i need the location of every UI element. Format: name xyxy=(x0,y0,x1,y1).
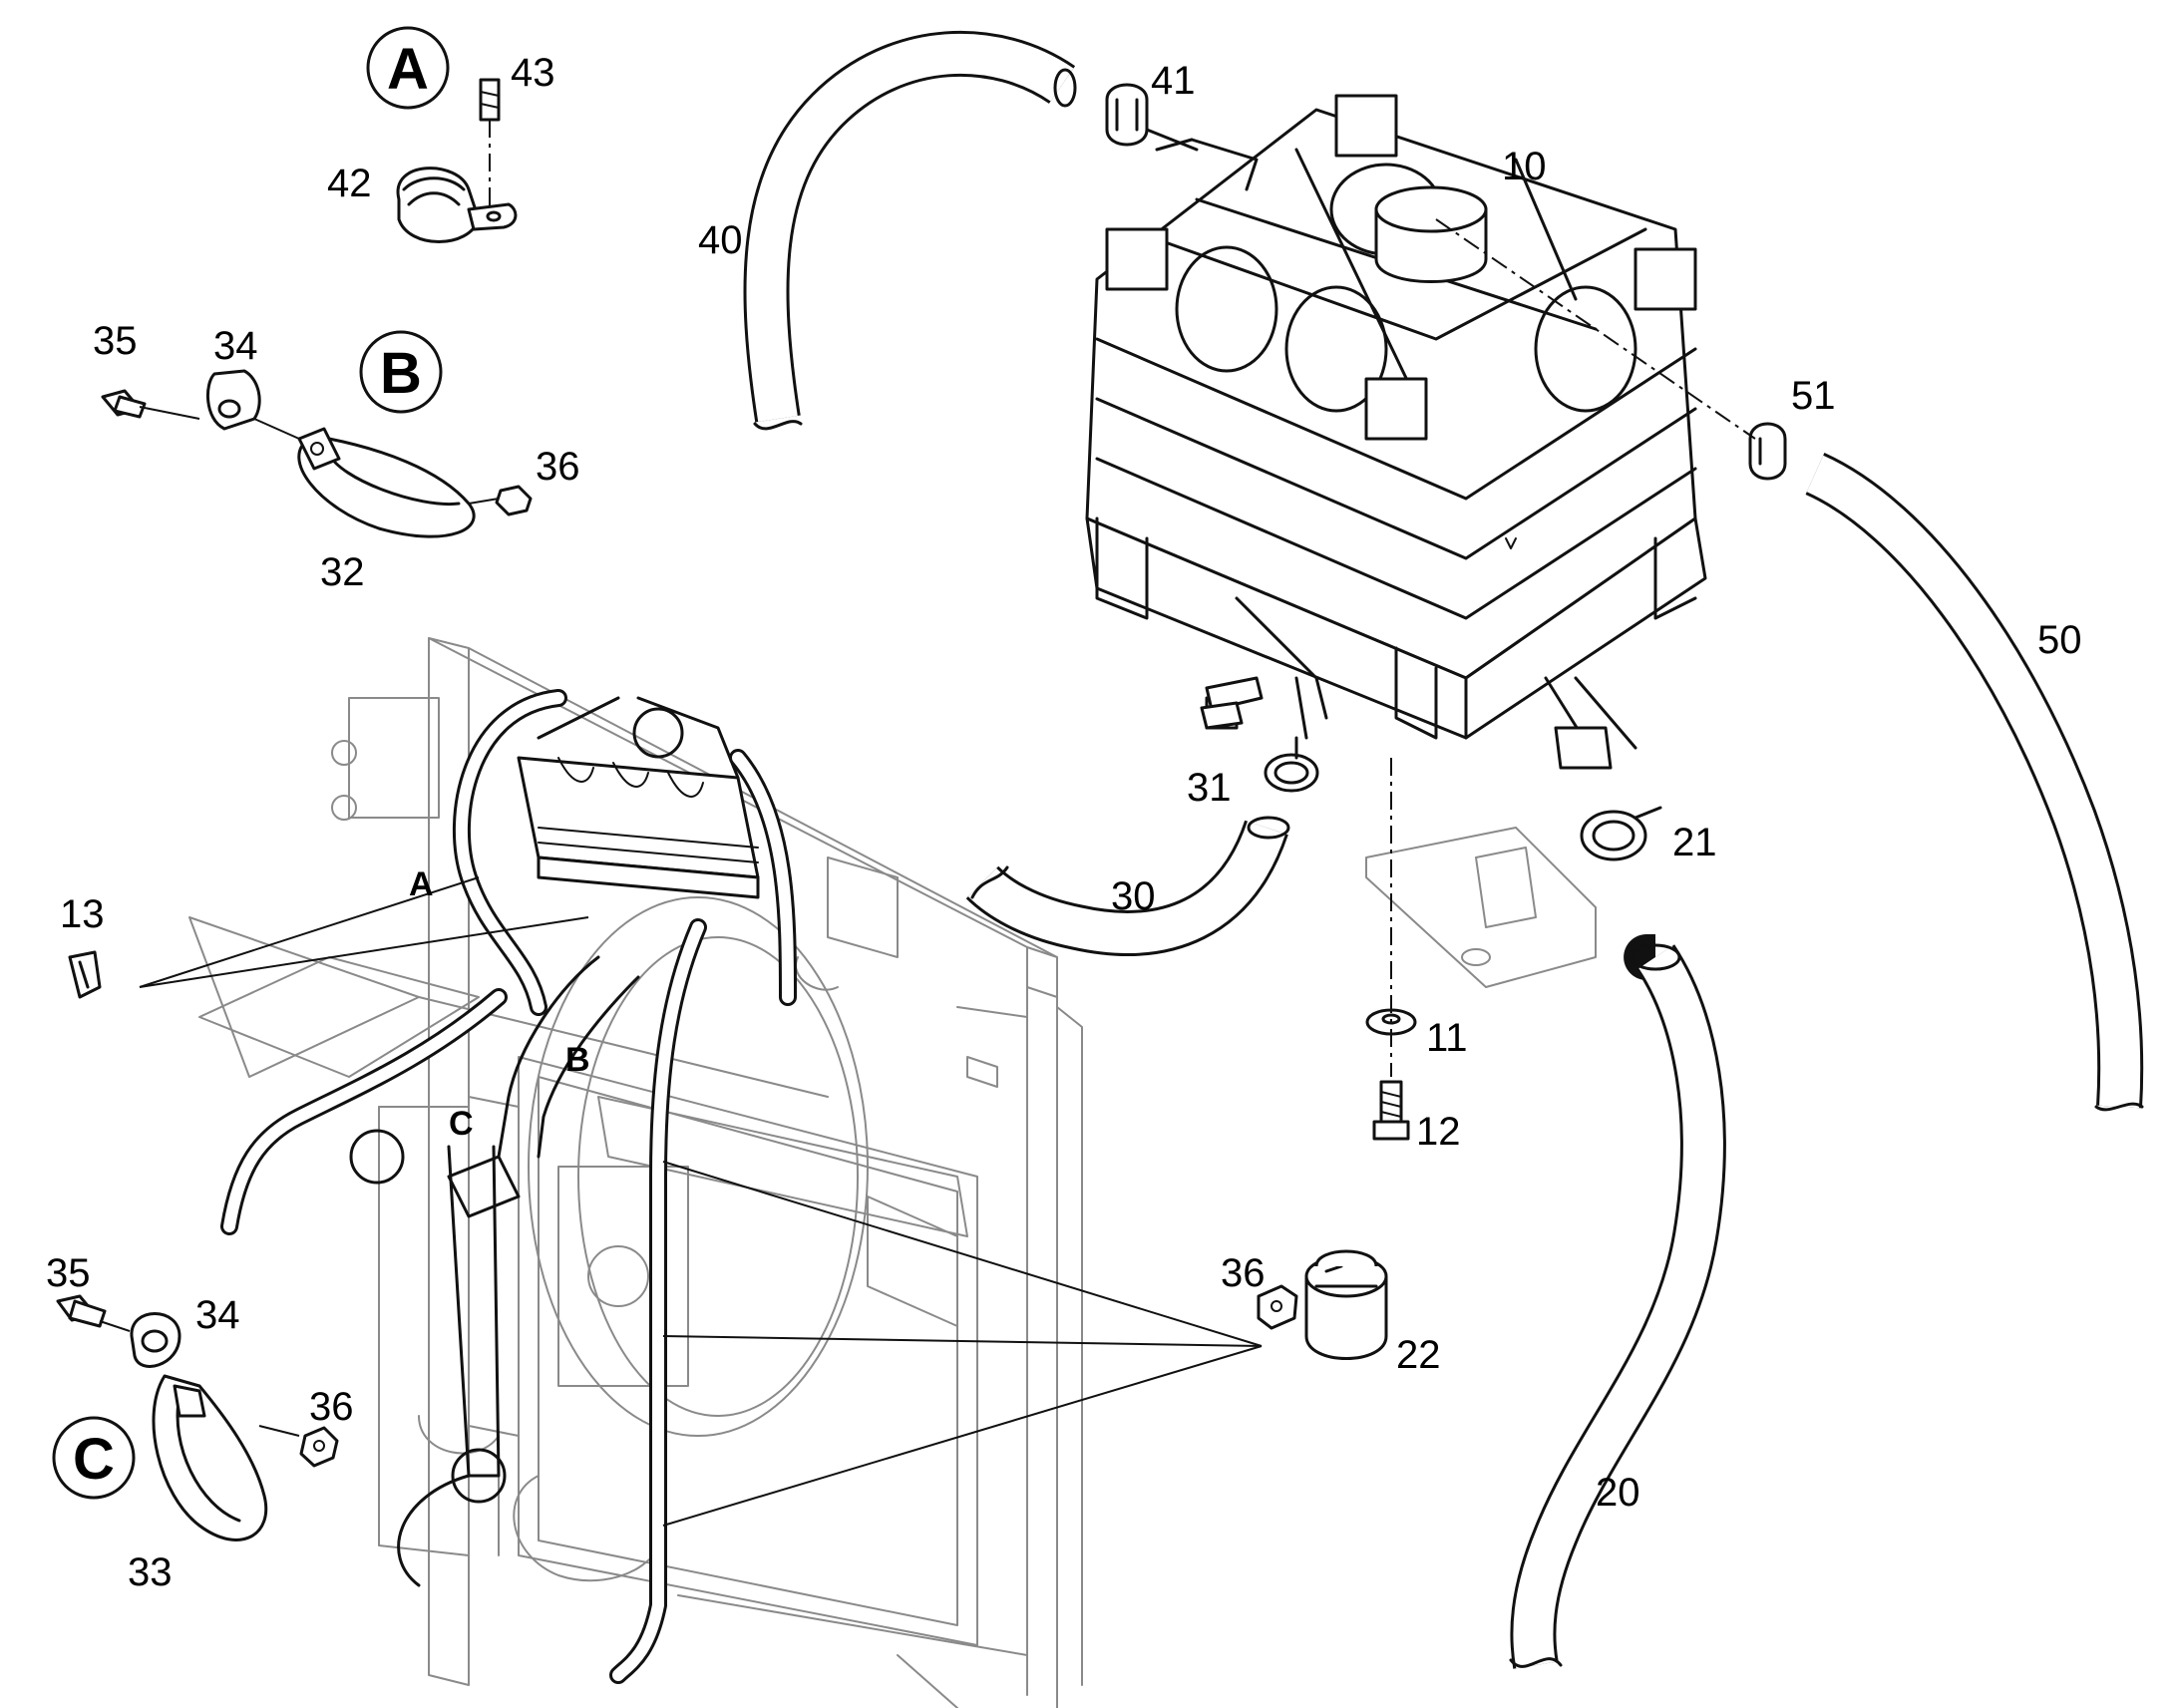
assembled-expansion-tank xyxy=(517,696,760,899)
callout-36-top: 36 xyxy=(536,445,580,489)
hose-clip-41 xyxy=(1105,83,1199,152)
hose-50 xyxy=(1805,453,2144,1112)
callout-30: 30 xyxy=(1111,874,1156,918)
callout-36-bottom: 36 xyxy=(309,1385,354,1429)
tank-connector xyxy=(1200,676,1264,730)
callout-32: 32 xyxy=(320,550,365,594)
callout-31: 31 xyxy=(1187,766,1232,810)
callout-34-top: 34 xyxy=(213,324,258,368)
radiator-assembly xyxy=(188,637,1083,1708)
detail-b-label: B xyxy=(380,341,422,406)
callout-labels: 43 42 41 40 10 35 34 36 32 51 50 31 21 3… xyxy=(46,51,2082,1594)
detail-c-label: C xyxy=(73,1427,115,1492)
clip-13 xyxy=(68,950,102,999)
assembly-label-b: B xyxy=(565,1041,590,1079)
callout-13: 13 xyxy=(60,892,105,936)
clamp-21 xyxy=(1580,806,1662,861)
nut-36-right xyxy=(1257,1284,1298,1330)
callout-43: 43 xyxy=(511,51,555,95)
detail-c-group xyxy=(52,1294,339,1541)
mounting-bracket xyxy=(1365,827,1597,988)
inline-assembly-letters: A B C xyxy=(409,865,590,1143)
callout-41: 41 xyxy=(1151,59,1196,103)
callout-11: 11 xyxy=(1426,1016,1468,1060)
callout-36-mid: 36 xyxy=(1221,1251,1266,1295)
detail-a-label: A xyxy=(387,37,429,102)
callout-35-bottom: 35 xyxy=(46,1251,91,1295)
callout-34-bottom: 34 xyxy=(195,1293,240,1337)
expansion-tank xyxy=(1085,94,1707,770)
callout-20: 20 xyxy=(1596,1471,1640,1515)
assembly-label-c: C xyxy=(449,1105,474,1143)
callout-35-top: 35 xyxy=(93,319,138,363)
callout-22: 22 xyxy=(1396,1333,1441,1377)
hose-40 xyxy=(743,30,1077,431)
callout-42: 42 xyxy=(327,162,372,205)
hose-clip-51 xyxy=(1748,422,1787,481)
hose-20 xyxy=(1509,934,1726,1669)
clamp-31 xyxy=(1264,736,1319,793)
assembly-label-a: A xyxy=(409,865,434,903)
detail-a-group xyxy=(366,26,518,243)
callout-40: 40 xyxy=(698,218,743,262)
detail-b-group xyxy=(101,330,533,538)
callout-51: 51 xyxy=(1791,374,1836,418)
hose-30 xyxy=(965,816,1290,956)
grommet-22 xyxy=(1304,1249,1388,1360)
callout-50: 50 xyxy=(2037,618,2082,662)
detail-letters: A B C xyxy=(73,37,429,1492)
callout-21: 21 xyxy=(1672,821,1717,864)
callout-33: 33 xyxy=(128,1550,173,1594)
bolt-12 xyxy=(1372,1080,1410,1141)
leader-lines xyxy=(139,218,1756,1527)
assembled-hoses xyxy=(220,689,797,1684)
callout-10: 10 xyxy=(1502,145,1547,188)
callout-12: 12 xyxy=(1416,1110,1461,1154)
